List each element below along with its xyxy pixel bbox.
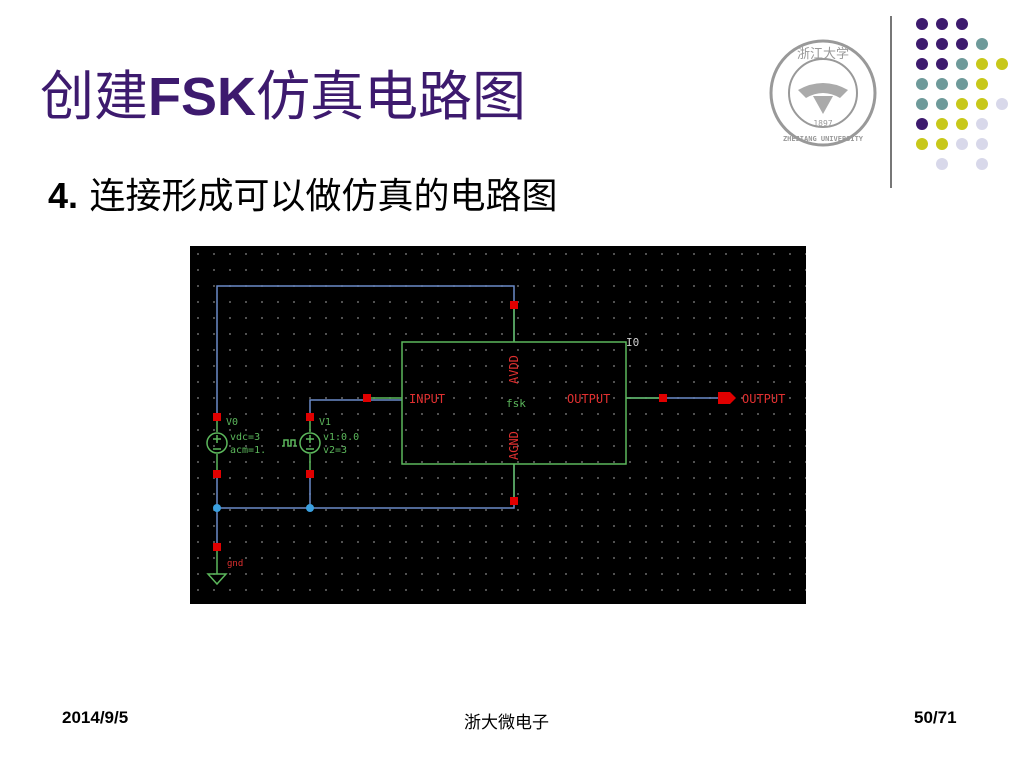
decorative-dot-grid xyxy=(916,18,1008,170)
cell-label: fsk xyxy=(506,397,526,410)
junction-dots xyxy=(213,504,314,512)
pin-markers xyxy=(213,301,667,551)
v0-param1: vdc=3 xyxy=(230,432,260,443)
pin-label-avdd: AVDD xyxy=(507,355,521,384)
v1-name: V1 xyxy=(319,417,331,428)
header-divider xyxy=(890,16,892,188)
v1-param2: v2=3 xyxy=(323,445,347,456)
slide-subtitle: 4. 连接形成可以做仿真的电路图 xyxy=(48,178,557,215)
pin-label-input: INPUT xyxy=(409,392,445,406)
v0-param2: acm=1. xyxy=(230,445,266,456)
output-port-icon xyxy=(718,392,736,404)
footer-page-number: 50/71 xyxy=(914,708,957,727)
logo-chars: 浙江大学 xyxy=(797,46,849,62)
instance-label: I0 xyxy=(626,336,639,349)
v0-name: V0 xyxy=(226,417,238,428)
output-port-label: OUTPUT xyxy=(742,392,785,406)
logo-name: ZHEJIANG UNIVERSITY xyxy=(783,135,864,143)
schematic-canvas: I0 fsk INPUT OUTPUT AVDD AGND OUTPUT V0 … xyxy=(190,246,806,604)
title-prefix: 创建 xyxy=(40,65,148,128)
v1-param1: v1:0.0 xyxy=(323,432,359,443)
gnd-label: gnd xyxy=(227,559,243,569)
university-logo: 浙江大学 1897 ZHEJIANG UNIVERSITY xyxy=(769,39,877,147)
title-bold: FSK xyxy=(148,67,256,127)
subtitle-text: 连接形成可以做仿真的电路图 xyxy=(78,176,558,217)
source-v1 xyxy=(282,416,321,476)
logo-year: 1897 xyxy=(813,119,832,128)
pin-label-output: OUTPUT xyxy=(567,392,610,406)
footer-center: 浙大微电子 xyxy=(464,713,549,733)
footer-date: 2014/9/5 xyxy=(62,708,129,727)
subtitle-number: 4. xyxy=(48,175,79,216)
slide-title: 创建FSK仿真电路图 xyxy=(40,67,526,127)
pin-label-agnd: AGND xyxy=(507,431,521,460)
title-suffix: 仿真电路图 xyxy=(256,65,526,128)
